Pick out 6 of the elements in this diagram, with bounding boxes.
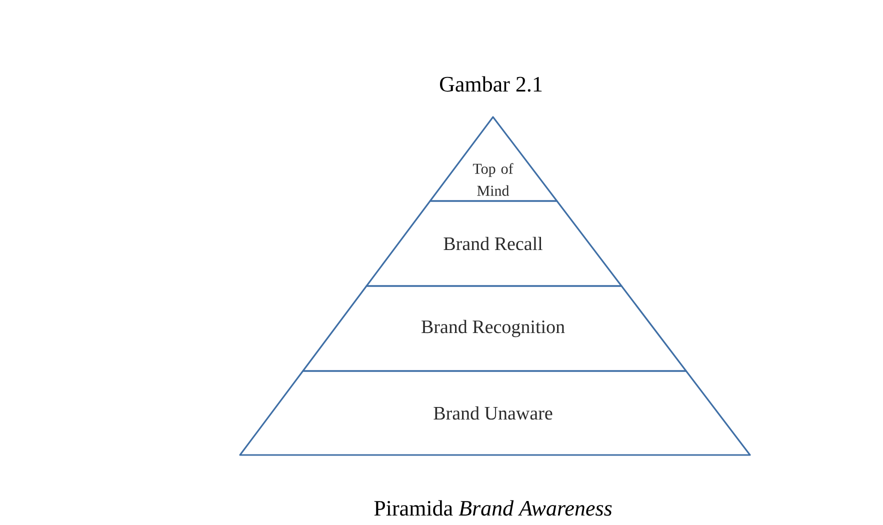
pyramid-band: Brand Recall (366, 200, 622, 287)
figure-title: Gambar 2.1 (440, 76, 542, 92)
pyramid-tip: Top of Mind (429, 116, 558, 202)
figure-caption: Piramida Brand Awareness (374, 500, 612, 516)
pyramid-band: Brand Unaware (239, 370, 751, 456)
pyramid-band: Brand Recognition (302, 285, 687, 372)
